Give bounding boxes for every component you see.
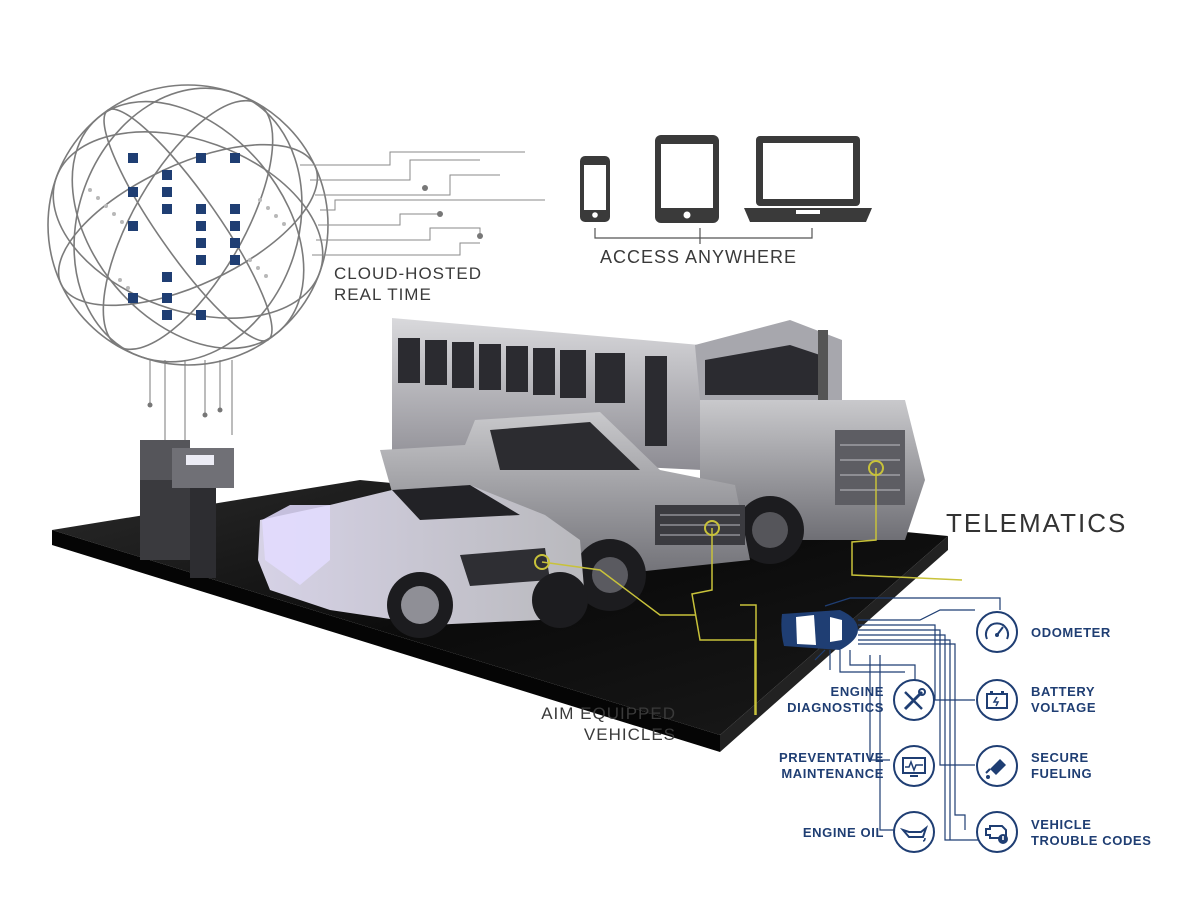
sensor-truck	[704, 520, 720, 536]
battery-text-1: BATTERY	[1031, 684, 1096, 699]
sensor-bus	[868, 460, 884, 476]
battery-icon	[976, 679, 1018, 721]
fueling-text-1: SECURE	[1031, 750, 1089, 765]
access-bracket	[594, 228, 813, 244]
fueling-text-2: FUELING	[1031, 766, 1093, 781]
odometer-text: ODOMETER	[1031, 625, 1111, 640]
globe-dots	[88, 188, 286, 298]
oil-can-icon	[893, 811, 935, 853]
vehicles-label: AIM EQUIPPED VEHICLES	[520, 703, 676, 745]
globe-icon	[47, 84, 329, 366]
fuel-nozzle-icon	[976, 745, 1018, 787]
odometer-icon	[976, 611, 1018, 653]
engine-oil-label: ENGINE OIL	[760, 825, 884, 841]
vehicles-line1: AIM EQUIPPED	[541, 704, 676, 723]
battery-text-2: VOLTAGE	[1031, 700, 1097, 715]
engine-oil-text: ENGINE OIL	[802, 825, 884, 840]
sensor-car	[534, 554, 550, 570]
cloud-cables	[149, 360, 233, 445]
access-anywhere-label: ACCESS ANYWHERE	[600, 247, 798, 267]
cloud-line1: CLOUD-HOSTED	[334, 264, 483, 283]
cloud-line2: REAL TIME	[334, 285, 432, 304]
trouble-codes-label: VEHICLE TROUBLE CODES	[1031, 817, 1151, 849]
preventative-text-2: MAINTENANCE	[781, 766, 884, 781]
vehicles-line2: VEHICLES	[583, 725, 676, 744]
trouble-text-2: TROUBLE CODES	[1031, 833, 1152, 848]
car-topview-icon	[781, 610, 858, 650]
smartphone-icon	[580, 156, 610, 222]
trouble-text-1: VEHICLE	[1031, 817, 1092, 832]
laptop-icon	[744, 136, 872, 222]
network-lines	[300, 151, 545, 256]
cloud-hosted-label: CLOUD-HOSTED REAL TIME	[334, 263, 482, 305]
engine-warning-icon	[976, 811, 1018, 853]
globe-data-blocks	[128, 153, 240, 320]
engine-diagnostics-label: ENGINE DIAGNOSTICS	[760, 684, 884, 716]
engine-diag-text-2: DIAGNOSTICS	[787, 700, 884, 715]
sports-car	[258, 485, 588, 638]
monitor-graph-icon	[893, 745, 935, 787]
preventative-label: PREVENTATIVE MAINTENANCE	[740, 750, 884, 782]
wrench-screwdriver-icon	[893, 679, 935, 721]
telematics-connectors	[541, 468, 963, 715]
fueling-label: SECURE FUELING	[1031, 750, 1092, 782]
battery-label: BATTERY VOLTAGE	[1031, 684, 1096, 716]
preventative-text-1: PREVENTATIVE	[779, 750, 884, 765]
engine-diag-text-1: ENGINE	[830, 684, 884, 699]
telematics-title: TELEMATICS	[946, 508, 1128, 538]
school-bus	[392, 318, 925, 564]
tablet-icon	[655, 135, 719, 223]
odometer-label: ODOMETER	[1031, 625, 1111, 641]
fuel-pump-unit	[140, 440, 234, 578]
